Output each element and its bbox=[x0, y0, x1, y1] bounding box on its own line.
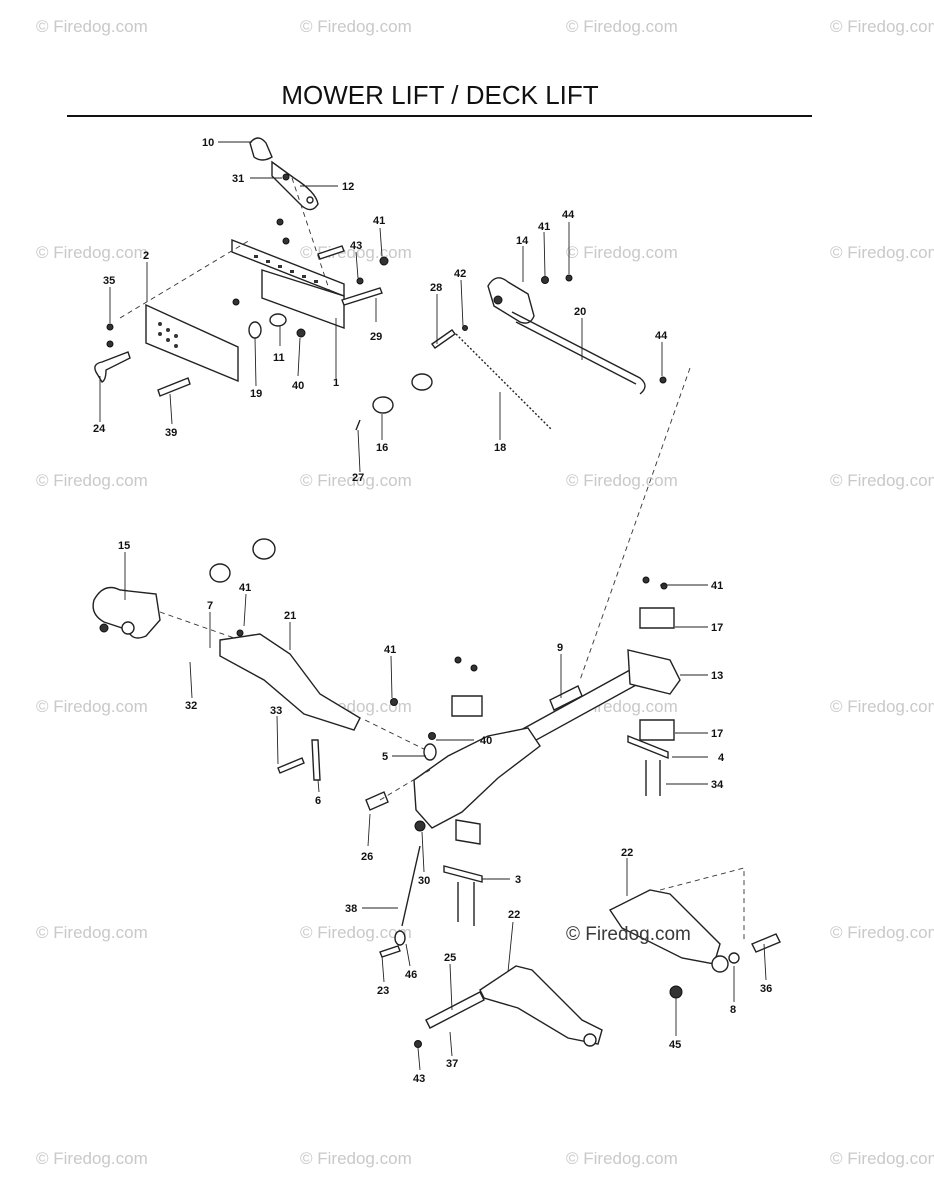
callout-36: 36 bbox=[760, 983, 772, 995]
callout-25: 25 bbox=[444, 952, 456, 964]
callout-41: 41 bbox=[373, 215, 385, 227]
callout-18: 18 bbox=[494, 442, 506, 454]
callout-40: 40 bbox=[480, 735, 492, 747]
callout-33: 33 bbox=[270, 705, 282, 717]
callout-39: 39 bbox=[165, 427, 177, 439]
callout-41: 41 bbox=[538, 221, 550, 233]
watermark: © Firedog.com bbox=[566, 243, 678, 262]
callout-42: 42 bbox=[454, 268, 466, 280]
watermark: © Firedog.com bbox=[830, 17, 934, 36]
callout-22: 22 bbox=[621, 847, 633, 859]
callout-12: 12 bbox=[342, 181, 354, 193]
callout-37: 37 bbox=[446, 1058, 458, 1070]
upper-left-assembly bbox=[94, 137, 389, 397]
watermark: © Firedog.com bbox=[830, 471, 934, 490]
callout-41: 41 bbox=[384, 644, 396, 656]
callout-44: 44 bbox=[655, 330, 668, 342]
watermark: © Firedog.com bbox=[830, 243, 934, 262]
watermark: © Firedog.com bbox=[566, 17, 678, 36]
callout-23: 23 bbox=[377, 985, 389, 997]
watermark: © Firedog.com bbox=[36, 17, 148, 36]
watermark: © Firedog.com bbox=[300, 17, 412, 36]
callout-8: 8 bbox=[730, 1004, 736, 1016]
watermark: © Firedog.com bbox=[830, 697, 934, 716]
callout-20: 20 bbox=[574, 306, 586, 318]
watermark: © Firedog.com bbox=[566, 1149, 678, 1168]
callout-4: 4 bbox=[718, 752, 725, 764]
callout-28: 28 bbox=[430, 282, 442, 294]
callout-5: 5 bbox=[382, 751, 388, 763]
callout-labels: 10 31 12 41 43 44 14 41 2 35 42 28 20 29… bbox=[93, 137, 772, 1085]
callout-41: 41 bbox=[239, 582, 251, 594]
callout-22: 22 bbox=[508, 909, 520, 921]
callout-10: 10 bbox=[202, 137, 214, 149]
callout-29: 29 bbox=[370, 331, 382, 343]
callout-31: 31 bbox=[232, 173, 244, 185]
watermark: © Firedog.com bbox=[300, 923, 412, 942]
diagram-title: MOWER LIFT / DECK LIFT bbox=[281, 80, 598, 110]
watermark: © Firedog.com bbox=[300, 1149, 412, 1168]
watermark: © Firedog.com bbox=[830, 1149, 934, 1168]
callout-35: 35 bbox=[103, 275, 115, 287]
callout-24: 24 bbox=[93, 423, 106, 435]
watermark: © Firedog.com bbox=[830, 923, 934, 942]
callout-13: 13 bbox=[711, 670, 723, 682]
callout-19: 19 bbox=[250, 388, 262, 400]
callout-9: 9 bbox=[557, 642, 563, 654]
watermark: © Firedog.com bbox=[566, 471, 678, 490]
callout-7: 7 bbox=[207, 600, 213, 612]
callout-3: 3 bbox=[515, 874, 521, 886]
callout-41: 41 bbox=[711, 580, 723, 592]
watermark: © Firedog.com bbox=[36, 1149, 148, 1168]
callout-1: 1 bbox=[333, 377, 339, 389]
callout-30: 30 bbox=[418, 875, 430, 887]
callout-40: 40 bbox=[292, 380, 304, 392]
watermark: © Firedog.com bbox=[36, 697, 148, 716]
callout-38: 38 bbox=[345, 903, 357, 915]
watermark: © Firedog.com bbox=[300, 471, 412, 490]
callout-43: 43 bbox=[350, 240, 362, 252]
watermark: © Firedog.com bbox=[36, 471, 148, 490]
callout-17: 17 bbox=[711, 728, 723, 740]
watermark: © Firedog.com bbox=[36, 923, 148, 942]
callout-43: 43 bbox=[413, 1073, 425, 1085]
callout-16: 16 bbox=[376, 442, 388, 454]
watermark-center: © Firedog.com bbox=[566, 924, 691, 945]
callout-34: 34 bbox=[711, 779, 724, 791]
callout-14: 14 bbox=[516, 235, 529, 247]
callout-46: 46 bbox=[405, 969, 417, 981]
callout-6: 6 bbox=[315, 795, 321, 807]
callout-26: 26 bbox=[361, 851, 373, 863]
callout-44: 44 bbox=[562, 209, 575, 221]
callout-leaders bbox=[99, 141, 767, 1071]
callout-11: 11 bbox=[273, 352, 285, 364]
upper-right-assembly bbox=[355, 274, 691, 681]
callout-45: 45 bbox=[669, 1039, 681, 1051]
callout-21: 21 bbox=[284, 610, 296, 622]
callout-32: 32 bbox=[185, 700, 197, 712]
callout-15: 15 bbox=[118, 540, 130, 552]
callout-2: 2 bbox=[143, 250, 149, 262]
callout-17: 17 bbox=[711, 622, 723, 634]
watermark: © Firedog.com bbox=[36, 243, 148, 262]
lower-assembly bbox=[92, 538, 781, 1048]
callout-27: 27 bbox=[352, 472, 364, 484]
